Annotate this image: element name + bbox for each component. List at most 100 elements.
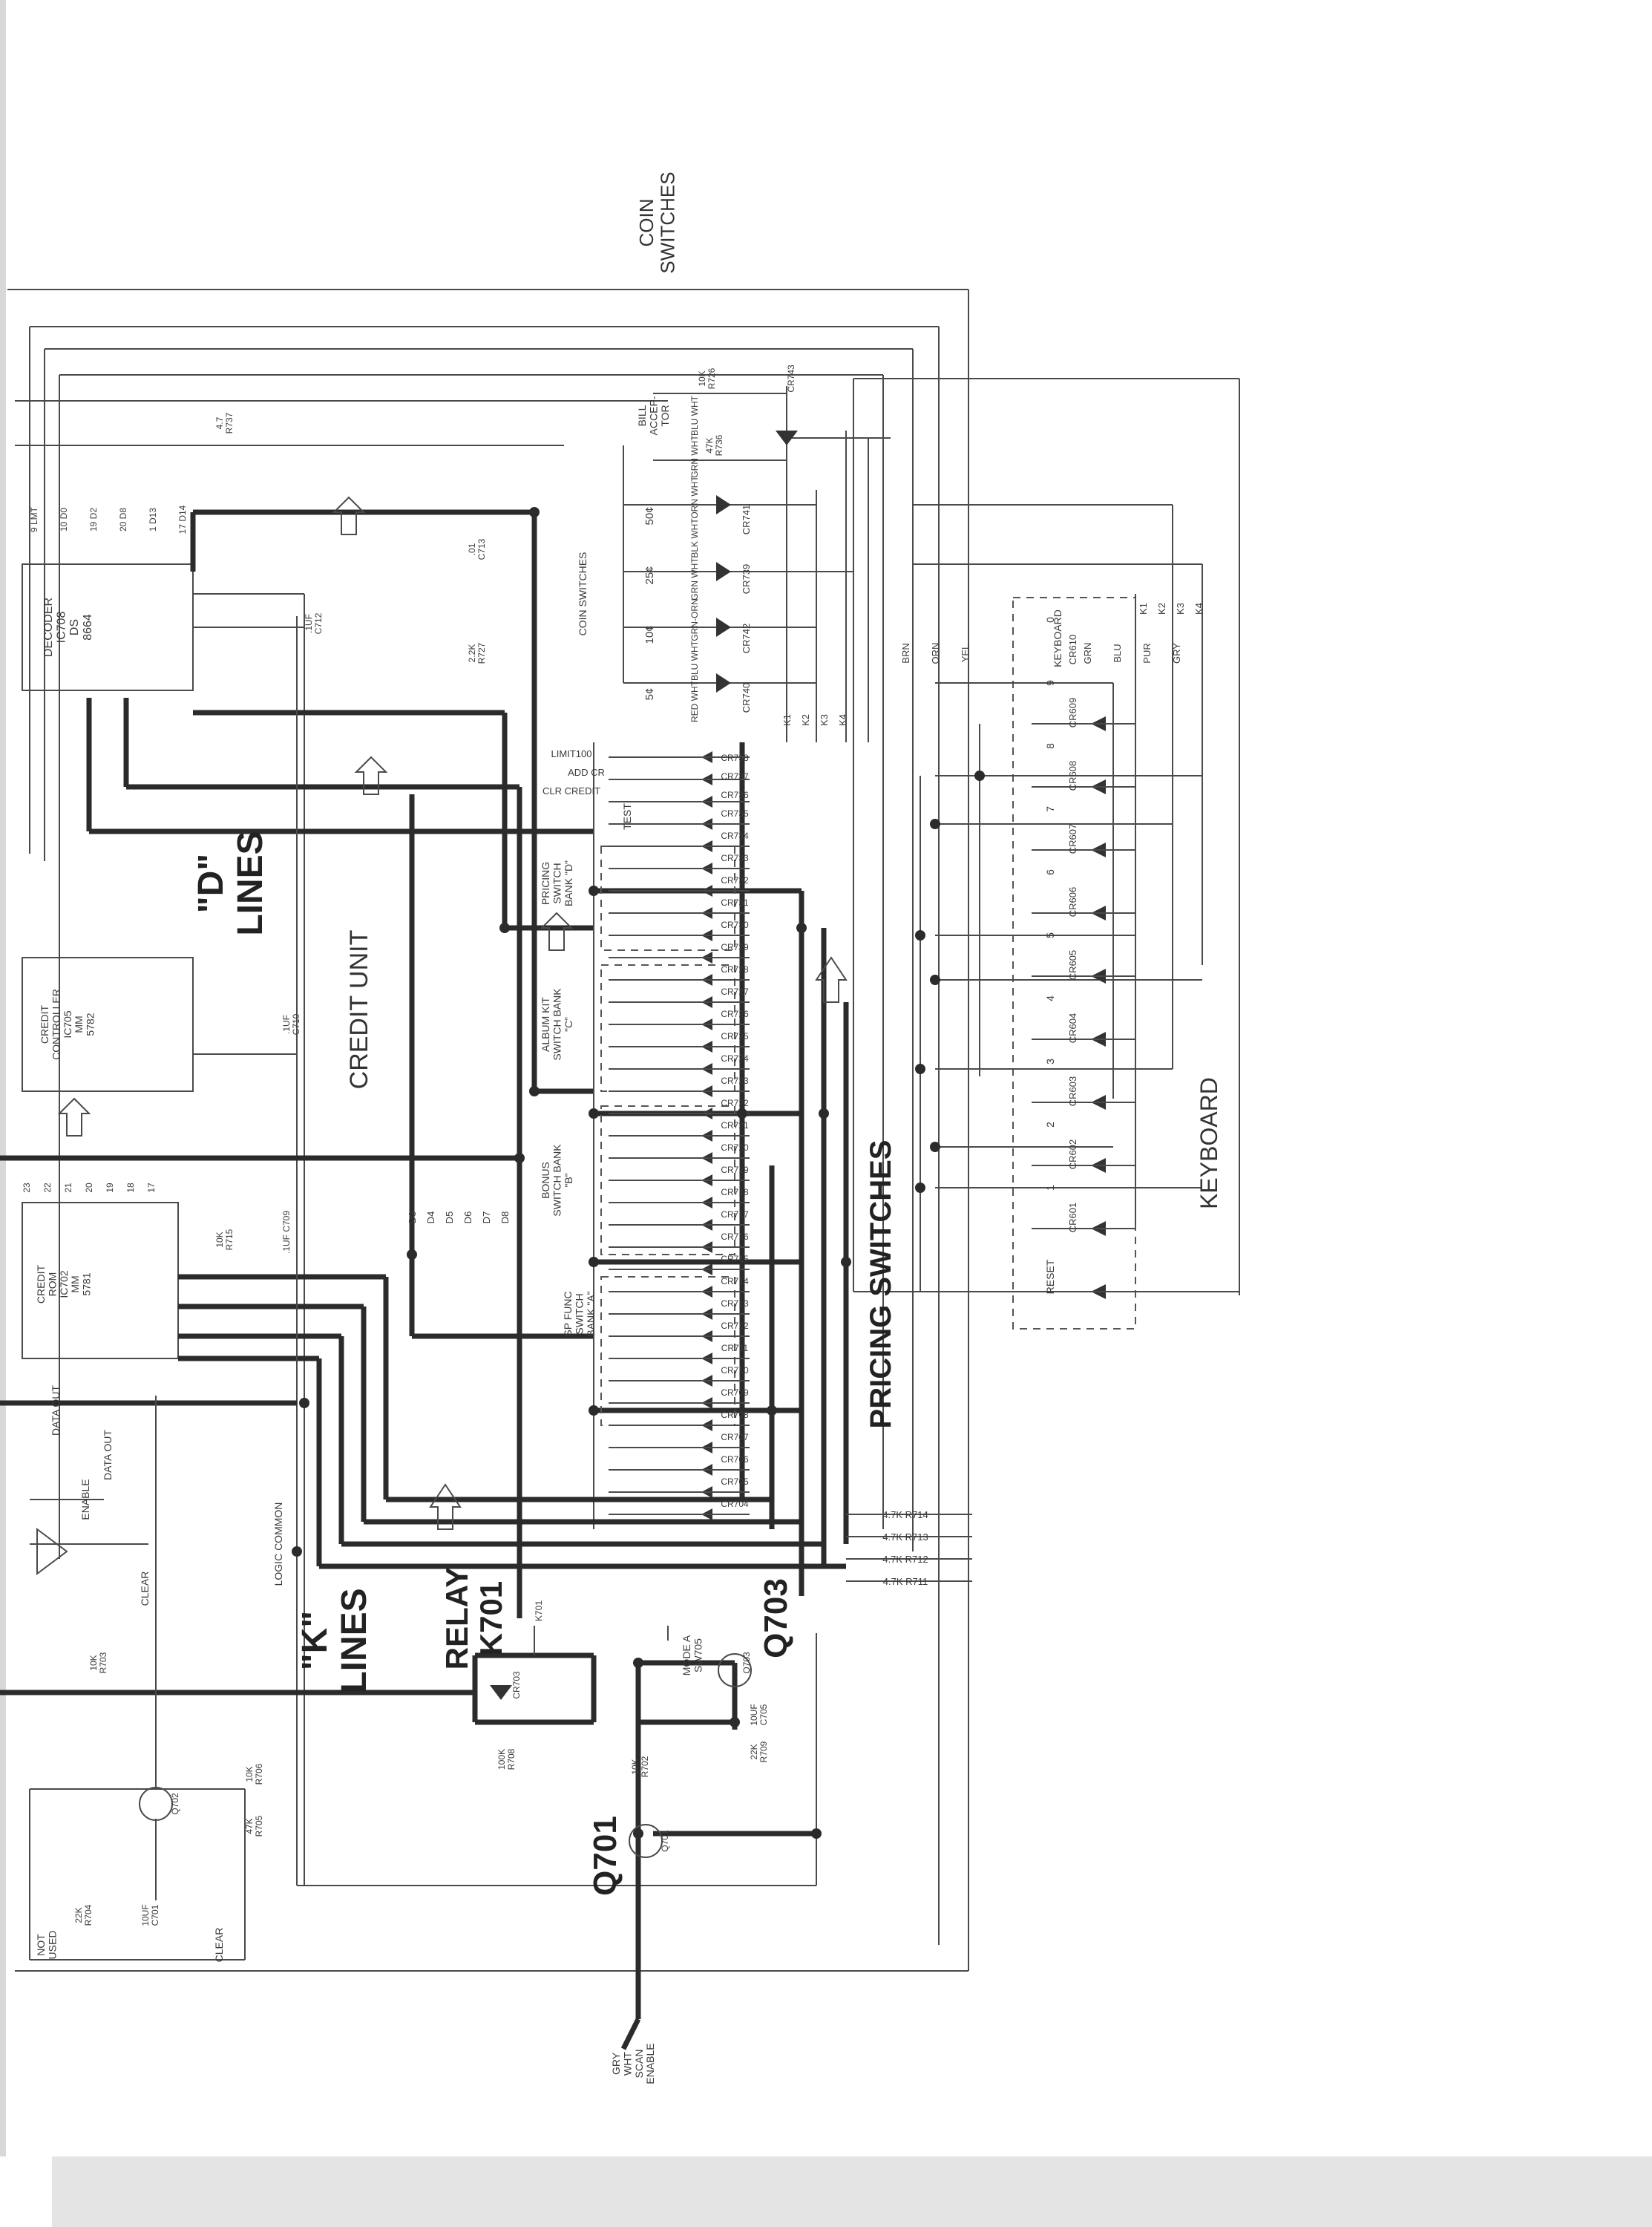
component-cr703: CR703 (511, 1671, 522, 1699)
keyboard-diode-8: CR609 (1067, 698, 1078, 727)
chip-credit-controller-label-line: CREDIT (39, 1005, 50, 1044)
coin-diode-1: CR739 (741, 564, 752, 594)
title-pricing-switches-line: PRICING SWITCHES (865, 1140, 897, 1429)
keyboard-k-1-line: K2 (1156, 603, 1167, 615)
pricing-diode-22: CR712 (721, 1321, 749, 1331)
bank-a-label-line: BANK "A" (585, 1291, 597, 1336)
wire-color-5-line: GRN-ORN (689, 598, 700, 641)
pricing-diode-10: CR724 (721, 1053, 749, 1064)
keyboard-key-0-line: 1 (1044, 1185, 1056, 1191)
test-label-line: TEST (621, 803, 633, 830)
component-cr743-line: CR743 (786, 364, 796, 393)
chip-credit-controller-label-line: CONTROLLER (50, 989, 62, 1060)
junction-node (730, 1717, 740, 1727)
title-d-lines: "D"LINES (191, 831, 270, 935)
pricing-diode-1-line: CR733 (721, 853, 749, 863)
logic-common-wires (0, 616, 817, 1886)
add-cr-label-line: ADD CR (568, 767, 605, 778)
keyboard-diode-1-line: CR602 (1067, 1139, 1078, 1169)
component-r706-line: 10K (244, 1766, 255, 1782)
page-edge-shadow (0, 0, 6, 2156)
resistor-right-3: 4.7K R711 (883, 1576, 928, 1587)
title-q701: Q701 (587, 1816, 623, 1896)
component-r726-line: 10K (697, 370, 707, 386)
wire-color-0: BLU WHT (689, 395, 700, 436)
keyboard-wire-5-line: PUR (1141, 643, 1153, 663)
keyboard-key-8: 9 (1044, 680, 1056, 686)
component-r705-line: 47K (244, 1818, 255, 1834)
coin-diode-2: CR742 (741, 624, 752, 653)
d-line-label-3: D6 (462, 1211, 473, 1224)
title-q701-line: Q701 (587, 1816, 623, 1896)
component-r709-line: R709 (758, 1741, 769, 1762)
chip-decoder-label-line: IC708 (56, 612, 68, 644)
keyboard-wire-6-line: GRY (1171, 643, 1182, 664)
pricing-diode-12: CR722 (721, 1098, 749, 1108)
enable-label-line: ENABLE (79, 1479, 91, 1520)
resistor-right-0: 4.7K R714 (882, 1509, 928, 1520)
k-column-1-line: K2 (800, 714, 811, 726)
d-line-label-4: D7 (481, 1211, 492, 1224)
pricing-diode-d-3-line: CR738 (721, 753, 749, 763)
keyboard-diode-2-line: CR603 (1067, 1076, 1078, 1106)
component-r708-line: 100K (496, 1749, 507, 1770)
coin-diode-1-line: CR739 (741, 564, 752, 594)
component-r737-line: 4.7 (214, 416, 225, 429)
pricing-diode-22-line: CR712 (721, 1321, 749, 1331)
junction-node (589, 1257, 599, 1267)
keyboard-key-9-line: 0 (1044, 617, 1056, 623)
junction-node (915, 1183, 925, 1193)
decoder-pin-5: 17 D14 (177, 505, 188, 534)
keyboard-wire-6: GRY (1171, 643, 1182, 664)
relay-transistor-circuit (472, 1626, 816, 2050)
pricing-diode-21: CR713 (721, 1298, 749, 1309)
chip-decoder-label-line: 8664 (82, 614, 94, 641)
component-c701-line: C701 (150, 1904, 160, 1926)
pricing-diode-0-line: CR734 (721, 831, 749, 841)
coin-value-2-line: 10¢ (643, 625, 656, 644)
k-column-2-line: K3 (819, 714, 830, 726)
pricing-diode-18: CR716 (721, 1232, 749, 1242)
data-out2-label-line: DATA OUT (102, 1430, 114, 1480)
pricing-diode-26-line: CR708 (721, 1410, 749, 1420)
title-d-lines-line: "D" (191, 854, 231, 913)
coin-value-3-line: 5¢ (643, 688, 656, 701)
title-keyboard-line: KEYBOARD (1196, 1077, 1222, 1209)
clr-credit-label: CLR CREDIT (543, 785, 600, 797)
wire-color-4: GRN WHT (689, 557, 700, 601)
keyboard-k-3-line: K4 (1193, 603, 1204, 615)
clear-label: CLEAR (139, 1572, 151, 1606)
q702-circuit (29, 1396, 246, 1961)
junction-node (915, 1064, 925, 1074)
d-line-label-5: D8 (499, 1211, 511, 1224)
wire-color-7-line: RED WHT (689, 680, 700, 722)
bank-d-label-line: PRICING (540, 862, 551, 905)
reset-label-line: RESET (1044, 1259, 1056, 1294)
keyboard-key-1: 2 (1044, 1122, 1056, 1128)
pricing-diode-11: CR723 (721, 1076, 749, 1086)
keyboard-wire-1: ORN (930, 643, 941, 664)
component-r726-line: R726 (707, 367, 717, 389)
pricing-diode-d-0-line: CR735 (721, 808, 749, 819)
mode-a-label-line: MODE A (681, 1635, 692, 1675)
pricing-diode-12-line: CR722 (721, 1098, 749, 1108)
chip-credit-rom-label-line: CREDIT (35, 1265, 47, 1304)
component-r715-line: R715 (224, 1229, 235, 1250)
bank-c-label-line: "C" (563, 1017, 574, 1032)
keyboard-wire-1-line: ORN (930, 643, 941, 664)
junction-node (974, 771, 985, 781)
keyboard-wire-2: YEL (960, 644, 971, 663)
wire-color-6: BLU WHT (689, 640, 700, 681)
decoder-pin-1: 10 D0 (59, 508, 69, 532)
logic-common-label: LOGIC COMMON (272, 1502, 284, 1586)
component-r708-line: R708 (506, 1748, 517, 1770)
title-k-lines: "K"LINES (295, 1588, 374, 1693)
pricing-diode-d-0: CR735 (721, 808, 749, 819)
coin-value-0: 50¢ (643, 506, 656, 525)
keyboard-key-3-line: 4 (1044, 995, 1056, 1001)
